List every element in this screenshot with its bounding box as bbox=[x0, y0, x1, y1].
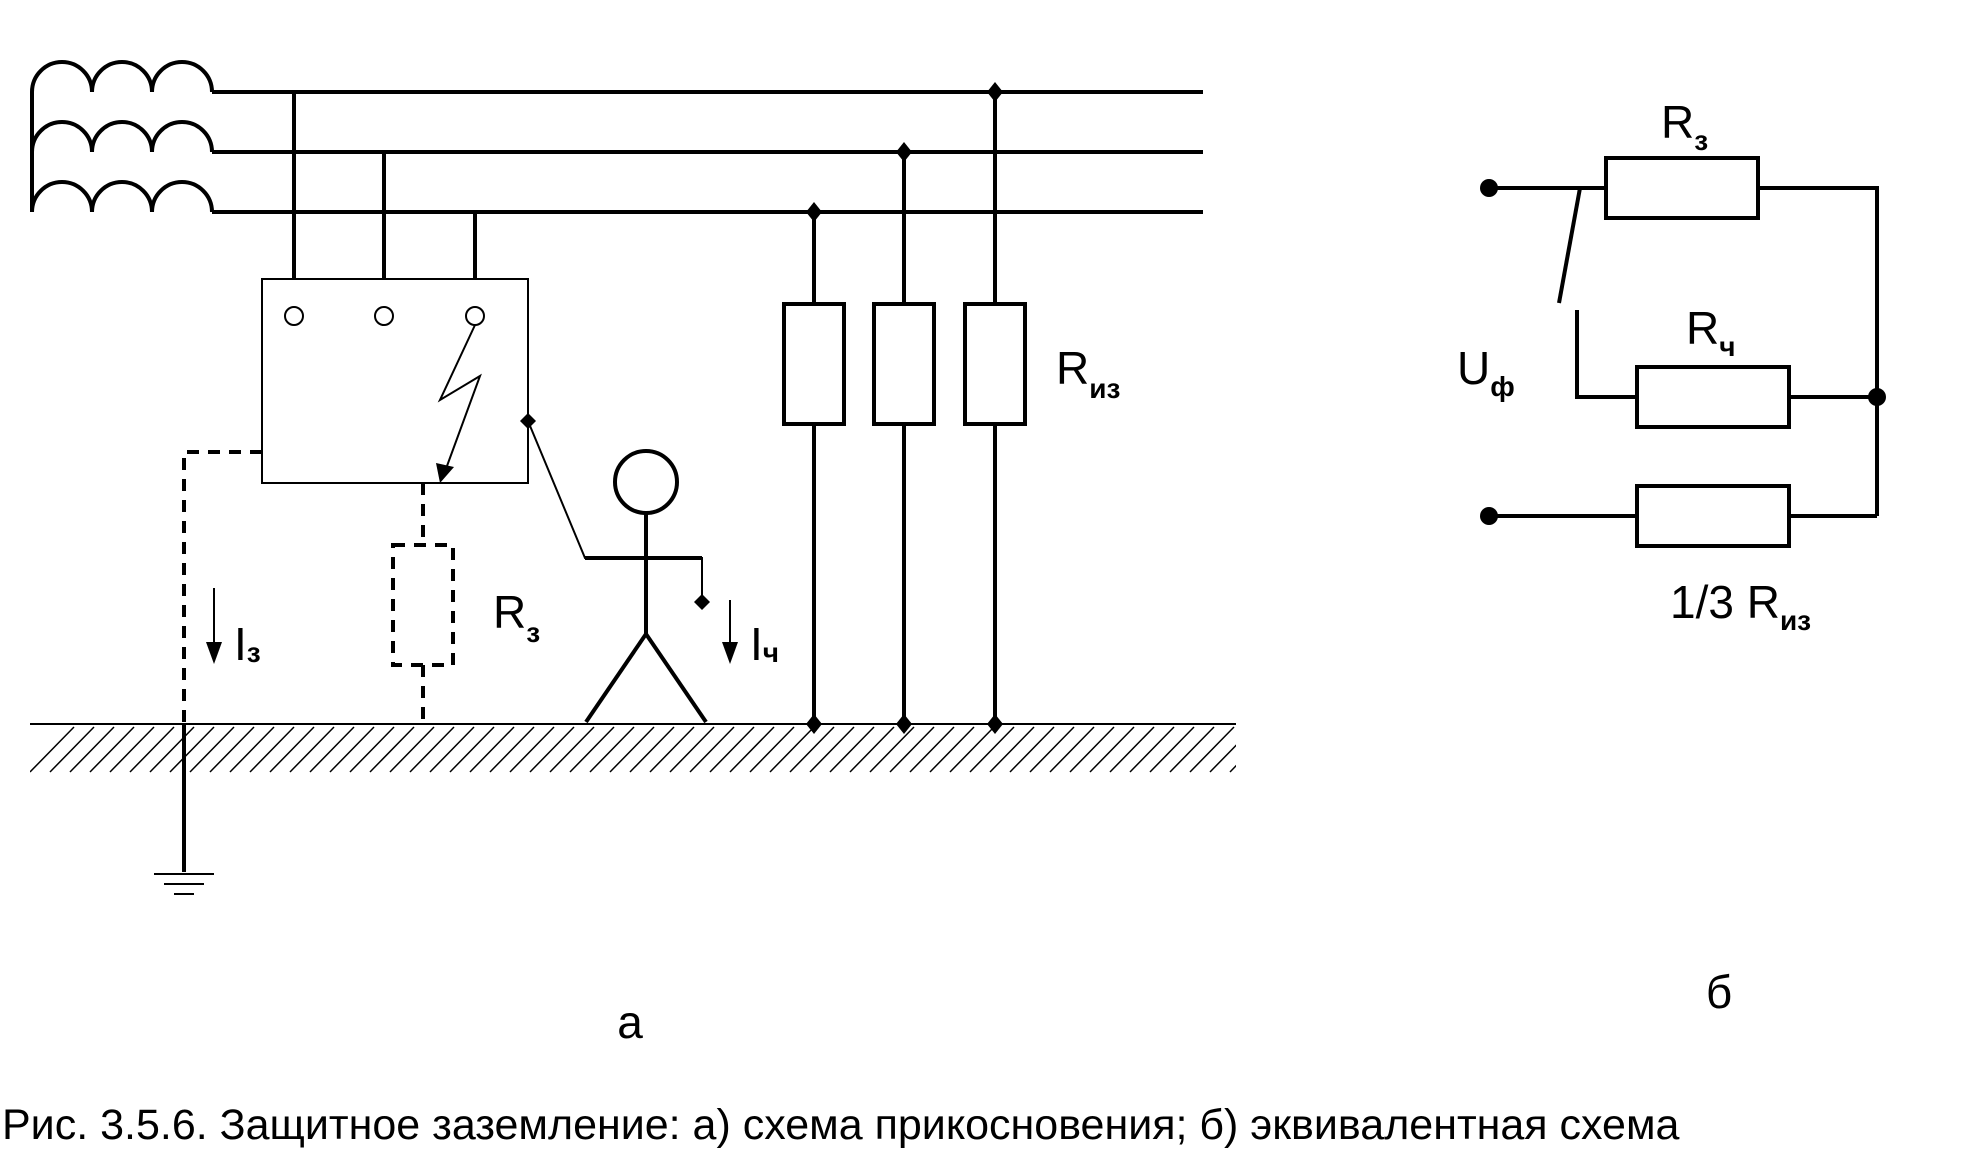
fault-arrow bbox=[436, 324, 482, 483]
equipment-enclosure bbox=[261, 278, 529, 484]
ground-hatch-line bbox=[1149, 726, 1195, 773]
switch bbox=[1557, 187, 1582, 304]
ground-hatch-line bbox=[589, 726, 635, 773]
protective-earth-path bbox=[182, 450, 455, 724]
ground-hatch-line bbox=[949, 726, 995, 773]
figure-caption: Рис. 3.5.6. Защитное заземление: а) схем… bbox=[2, 1101, 1680, 1149]
current-arrow-iz bbox=[206, 588, 222, 664]
ground-hatch-line bbox=[1049, 726, 1095, 773]
ground-hatch-line bbox=[149, 726, 195, 773]
ground-hatch-line bbox=[169, 726, 215, 773]
ground-hatch-line bbox=[429, 726, 475, 773]
ground-hatch-line bbox=[129, 726, 175, 773]
phase-lines bbox=[212, 90, 1203, 214]
ground-hatch-line bbox=[1250, 727, 1294, 772]
ground-hatch-line bbox=[869, 726, 915, 773]
ground-hatch-line bbox=[349, 726, 395, 773]
diagram-a: Rиз Rз Iз Iч а bbox=[30, 60, 1314, 1048]
ground-hatch-line bbox=[229, 726, 275, 773]
ground-hatch-line bbox=[709, 726, 755, 773]
ground-hatch-line bbox=[489, 726, 535, 773]
ground-hatch-line bbox=[609, 726, 655, 773]
ground-hatch-line bbox=[369, 726, 415, 773]
ground-hatch-line bbox=[889, 726, 935, 773]
insulation-resistances bbox=[782, 82, 1027, 734]
ground-hatch-line bbox=[629, 726, 675, 773]
ground-hatch-line bbox=[729, 726, 775, 773]
ground-hatch-line bbox=[989, 726, 1035, 773]
resistor-riz-third bbox=[1635, 484, 1791, 548]
resistor-rch bbox=[1635, 365, 1791, 429]
label-i-ch: Iч bbox=[750, 618, 779, 670]
ground-hatch-line bbox=[829, 726, 875, 773]
current-arrow-ich bbox=[722, 600, 738, 664]
terminal bbox=[465, 306, 485, 326]
ground-hatch-line bbox=[389, 726, 435, 773]
label-r-iz: Rиз bbox=[1056, 342, 1120, 404]
ground-hatch-line bbox=[529, 726, 575, 773]
ground-hatch-line bbox=[109, 726, 155, 773]
ground-hatch-line bbox=[809, 726, 855, 773]
ground-surface bbox=[30, 723, 1314, 773]
ground-hatch-line bbox=[269, 726, 315, 773]
ground-hatch-line bbox=[309, 726, 355, 773]
label-diagram-b: б bbox=[1706, 966, 1732, 1018]
ground-hatch-line bbox=[509, 726, 555, 773]
human-figure bbox=[584, 449, 708, 724]
ground-hatch-line bbox=[89, 726, 135, 773]
ground-hatch-line bbox=[30, 726, 75, 773]
ground-hatch-line bbox=[749, 726, 795, 773]
ground-hatch-line bbox=[1229, 764, 1236, 773]
ground-hatch-line bbox=[1169, 726, 1215, 773]
ground-hatch-line bbox=[49, 726, 95, 773]
ground-hatch-line bbox=[969, 726, 1015, 773]
label-b-u-f: Uф bbox=[1457, 342, 1515, 402]
label-b-r-iz: 1/3 Rиз bbox=[1670, 576, 1811, 636]
label-i-z: Iз bbox=[234, 618, 261, 670]
ground-hatch-line bbox=[69, 726, 115, 773]
ground-hatch-line bbox=[409, 726, 455, 773]
hand-contact-point bbox=[694, 594, 710, 610]
ground-hatch-line bbox=[929, 726, 975, 773]
ground-hatch-line bbox=[1189, 726, 1235, 773]
ground-hatch-line bbox=[549, 726, 595, 773]
earth-resistor-rz bbox=[391, 543, 455, 667]
ground-electrode bbox=[154, 724, 214, 895]
ground-hatch-line bbox=[689, 726, 735, 773]
diagram-b: Rз Rч Uф 1/3 Rиз б bbox=[1457, 96, 1886, 1018]
resistor-rz bbox=[1604, 156, 1760, 220]
label-r-z: Rз bbox=[493, 586, 540, 648]
ground-hatch-line bbox=[449, 726, 495, 773]
ground-hatch-line bbox=[569, 726, 615, 773]
label-diagram-a: а bbox=[617, 996, 643, 1048]
ground-hatch-line bbox=[1109, 726, 1155, 773]
ground-hatch-line bbox=[849, 726, 895, 773]
ground-hatch-line bbox=[329, 726, 375, 773]
ground-hatch-line bbox=[469, 726, 515, 773]
label-b-r-z: Rз bbox=[1661, 96, 1708, 156]
ground-hatch-line bbox=[1089, 726, 1135, 773]
ground-hatch-line bbox=[649, 726, 695, 773]
ground-hatch-line bbox=[1029, 726, 1075, 773]
ground-hatch-line bbox=[669, 726, 715, 773]
ground-hatch-line bbox=[249, 726, 295, 773]
ground-hatch-line bbox=[909, 726, 955, 773]
ground-hatch-line bbox=[769, 726, 815, 773]
ground-hatch-line bbox=[209, 726, 255, 773]
terminal bbox=[284, 306, 304, 326]
ground-hatch-line bbox=[289, 726, 335, 773]
label-b-r-ch: Rч bbox=[1686, 302, 1736, 362]
ground-hatch-line bbox=[1270, 727, 1314, 772]
terminal bbox=[374, 306, 394, 326]
ground-hatch-line bbox=[1009, 726, 1055, 773]
ground-hatch-line bbox=[1209, 744, 1236, 773]
ground-hatch-line bbox=[1069, 726, 1115, 773]
transformer-windings bbox=[30, 60, 214, 213]
ground-hatch-line bbox=[789, 726, 835, 773]
ground-hatch-line bbox=[189, 726, 235, 773]
ground-hatch-line bbox=[1129, 726, 1175, 773]
